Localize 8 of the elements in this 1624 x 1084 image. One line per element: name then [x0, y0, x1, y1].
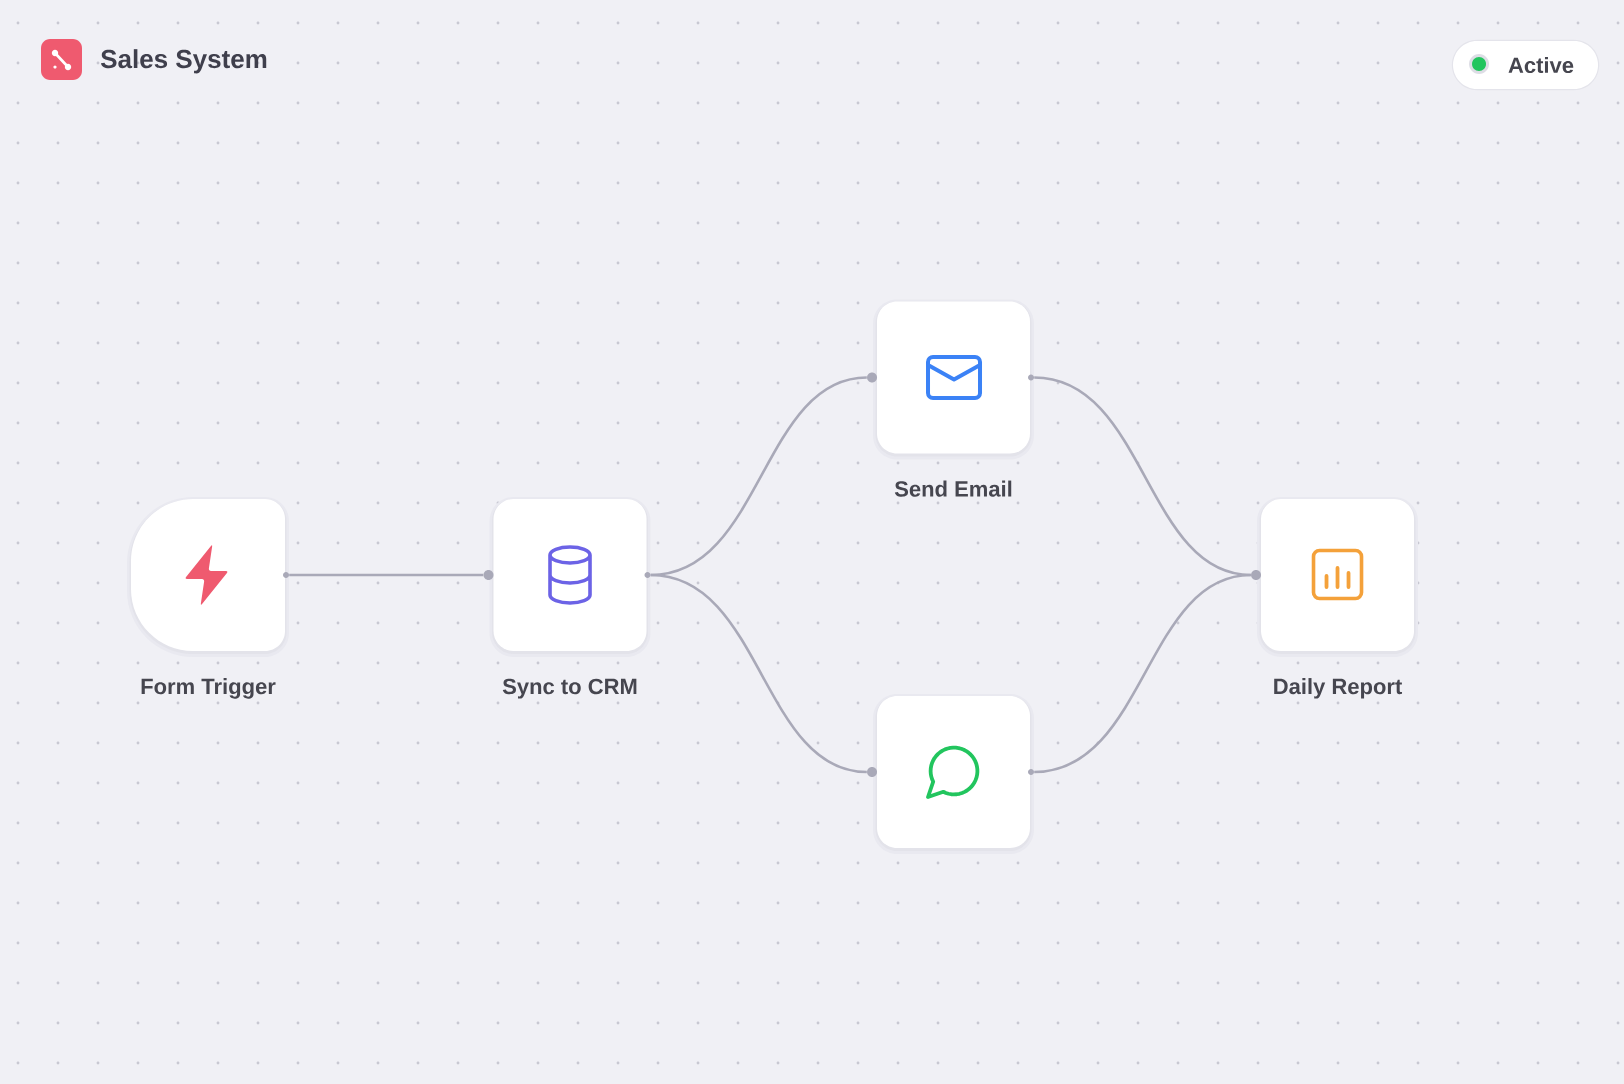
node-label: Daily Report	[1274, 678, 1402, 699]
title: Sales System	[100, 49, 267, 74]
connector	[650, 573, 867, 774]
connector	[289, 573, 484, 577]
node-label: Form Trigger	[141, 678, 276, 699]
connector	[1034, 573, 1252, 774]
node-label: Send Email	[894, 480, 1012, 497]
node-label: Sync to CRM	[502, 678, 637, 699]
